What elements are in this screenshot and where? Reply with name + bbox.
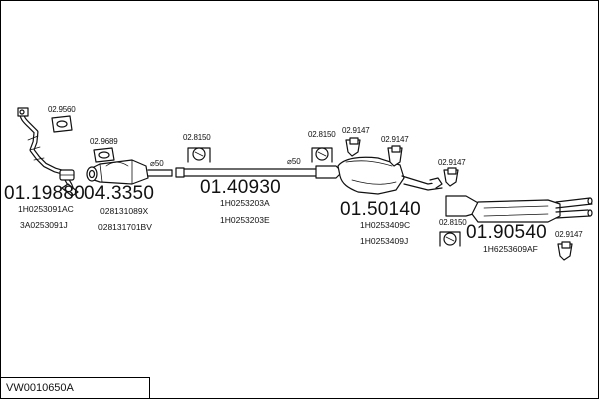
drawing-title: VW0010650A	[6, 382, 74, 394]
part-code-rear-silencer: 01.90540	[466, 222, 547, 243]
title-block: VW0010650A	[0, 377, 150, 399]
accessory-code-a6: 02.9147	[381, 135, 409, 144]
accessory-code-a9: 02.9147	[555, 230, 583, 239]
diameter-label-1: ⌀50	[150, 159, 164, 168]
catalytic-converter-part	[86, 159, 173, 185]
accessory-code-a3: 02.8150	[183, 133, 211, 142]
front-pipe-part	[17, 107, 79, 197]
accessory-code-a1: 02.9560	[48, 105, 76, 114]
accessory-code-a5: 02.9147	[342, 126, 370, 135]
hanger-a3-shape	[187, 147, 211, 163]
rubber-a7-shape	[443, 167, 459, 187]
part-ref-rear-silencer-1: 1H6253609AF	[483, 244, 538, 254]
part-ref-middle-pipe-2: 1H0253203E	[220, 215, 270, 225]
hanger-a4-shape	[311, 147, 333, 163]
part-code-catalytic-converter: 04.3350	[84, 183, 155, 204]
rear-silencer-part	[445, 195, 593, 223]
accessory-code-a8: 02.8150	[439, 218, 467, 227]
middle-silencer-part	[315, 156, 443, 195]
accessory-code-a2: 02.9689	[90, 137, 118, 146]
diameter-label-2: ⌀50	[287, 157, 301, 166]
accessory-code-a7: 02.9147	[438, 158, 466, 167]
part-ref-front-pipe-2: 3A0253091J	[20, 220, 68, 230]
middle-pipe-part	[175, 167, 319, 178]
part-ref-catalytic-converter-1: 028131089X	[100, 206, 149, 216]
part-ref-middle-pipe-1: 1H0253203A	[220, 198, 270, 208]
rubber-a5-shape	[345, 137, 361, 157]
part-ref-middle-silencer-2: 1H0253409J	[360, 236, 409, 246]
part-ref-catalytic-converter-2: 028131701BV	[98, 222, 152, 232]
gasket-a2-shape	[93, 147, 115, 163]
gasket-a1-shape	[51, 115, 73, 133]
part-ref-front-pipe-1: 1H0253091AC	[18, 204, 74, 214]
rubber-a9-shape	[557, 241, 573, 261]
accessory-code-a4: 02.8150	[308, 130, 336, 139]
part-code-front-pipe: 01.19880	[4, 183, 85, 204]
part-code-middle-pipe: 01.40930	[200, 177, 281, 198]
part-ref-middle-silencer-1: 1H0253409C	[360, 220, 411, 230]
hanger-a8-shape	[439, 231, 461, 247]
rubber-a6-shape	[387, 145, 403, 167]
part-code-middle-silencer: 01.50140	[340, 199, 421, 220]
